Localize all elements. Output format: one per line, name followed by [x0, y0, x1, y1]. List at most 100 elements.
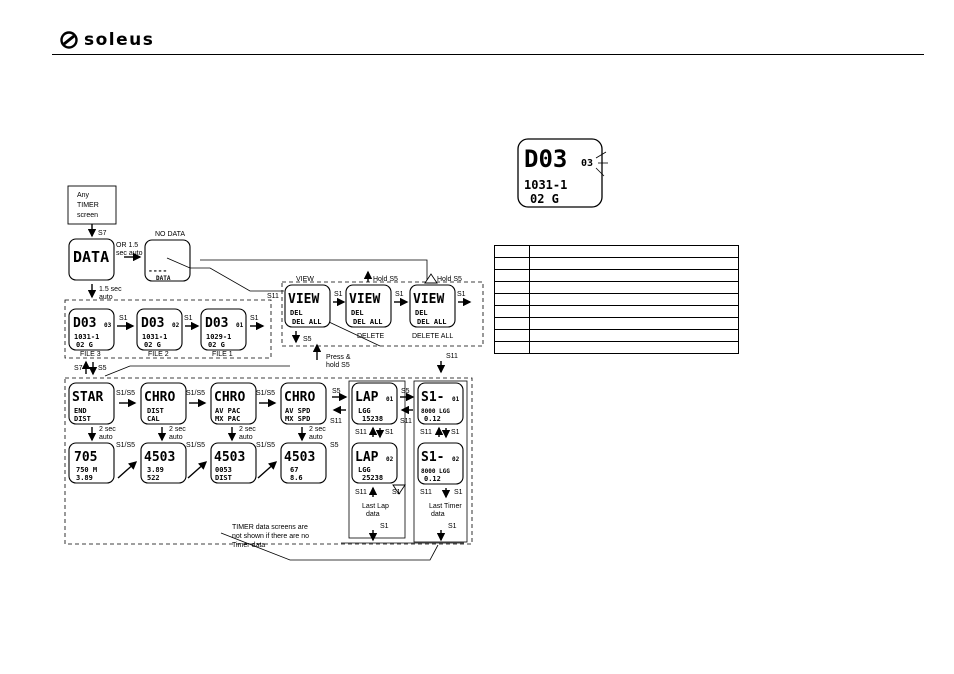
lcd-file3-side: 03 [104, 322, 112, 329]
table-row [494, 281, 739, 294]
label-sec-auto-2: auto [99, 294, 113, 301]
lcd-delete-all-mid: DEL [415, 309, 428, 317]
lcd-file2 [136, 308, 183, 351]
label-or-auto-1: OR 1.5 [116, 242, 138, 249]
label-s1-c: S1 [250, 315, 259, 322]
label-hold-s5-a: Hold S5 [373, 276, 398, 283]
label-s5-c: S5 [332, 388, 341, 395]
label-auto-a: auto [99, 434, 113, 441]
lcd-timer1-mid: 8000 LGG [421, 408, 450, 415]
label-s1s5-b: S1/S5 [186, 390, 205, 397]
lcd-start-mid: END [74, 407, 87, 415]
label-sec-auto-1: 1.5 sec [99, 286, 122, 293]
label-press-hold-2: hold S5 [326, 362, 350, 369]
label-s7-b: S7 [74, 365, 83, 372]
lcd-file1-mid: 1029-1 [206, 333, 231, 341]
timer-group-box [64, 377, 473, 545]
lcd-delete [345, 284, 392, 328]
table-cell [494, 281, 530, 294]
lcd-chro1-mid: DIST [147, 407, 164, 415]
table-row [494, 317, 739, 330]
lcd-no-data-label: DATA [156, 275, 171, 282]
lcd-b4-mid: 67 [290, 466, 298, 474]
lcd-b2 [140, 442, 187, 484]
lcd-file3 [68, 308, 115, 351]
lcd-b4-top: 4503 [284, 450, 315, 465]
table-cell [529, 257, 739, 270]
blink-icon [595, 151, 608, 177]
label-s1s5-a: S1/S5 [116, 390, 135, 397]
lcd-file1 [200, 308, 247, 351]
label-2sec-d: 2 sec [309, 426, 326, 433]
lcd-delete-all-top: VIEW [413, 292, 444, 307]
note-line3: Timer data [232, 542, 265, 549]
note-line2: not shown if there are no [232, 533, 309, 540]
label-s11-h: S11 [420, 489, 432, 496]
lcd-data [68, 238, 115, 281]
start-line1: Any [77, 192, 90, 199]
lcd-chro2 [210, 382, 257, 425]
table-cell [494, 341, 530, 354]
table-cell [529, 245, 739, 258]
label-s11-c: S11 [330, 418, 342, 425]
table-cell [494, 257, 530, 270]
label-s7: S7 [98, 230, 107, 237]
lcd-timer1-top: S1- [421, 390, 444, 405]
lcd-timer1 [417, 382, 464, 425]
lcd-file2-side: 02 [172, 322, 180, 329]
label-s1s5-d: S1/S5 [116, 442, 135, 449]
label-view: VIEW [296, 276, 314, 283]
lcd-view [284, 284, 331, 328]
label-s1s5-c: S1/S5 [256, 390, 275, 397]
lcd-start-bot: DIST [74, 415, 91, 423]
lcd-delete-bot: DEL ALL [353, 318, 383, 326]
label-hold-s5-b: Hold S5 [437, 276, 462, 283]
lcd-view-mid: DEL [290, 309, 303, 317]
label-s1-e: S1 [395, 291, 404, 298]
lcd-delete-mid: DEL [351, 309, 364, 317]
lcd-start [68, 382, 115, 425]
table-cell [529, 329, 739, 342]
lcd-no-data-dash: ---- [148, 266, 167, 275]
table-cell [494, 245, 530, 258]
table-cell [529, 281, 739, 294]
lcd-no-data [144, 239, 191, 282]
lcd-b3-top: 4503 [214, 450, 245, 465]
lcd-example-mid: 1031-1 [524, 178, 567, 192]
lcd-b1-bot: 3.89 [76, 474, 93, 482]
label-s1s5-f: S1/S5 [256, 442, 275, 449]
lcd-example-bot: 02 G [530, 192, 559, 206]
lcd-b2-top: 4503 [144, 450, 175, 465]
table-row [494, 269, 739, 282]
lcd-chro2-bot: MX PAC [215, 415, 240, 423]
lcd-data-text: DATA [73, 248, 109, 266]
table-cell [529, 293, 739, 306]
label-s1-l: S1 [448, 523, 457, 530]
table-row [494, 305, 739, 318]
label-last-timer-1: Last Timer [429, 503, 462, 510]
lcd-view-top: VIEW [288, 292, 319, 307]
header-rule [52, 54, 924, 55]
label-2sec-a: 2 sec [99, 426, 116, 433]
label-s5-d: S5 [401, 388, 410, 395]
lcd-timer1-side: 01 [452, 396, 460, 403]
lcd-file3-bot: 02 G [76, 341, 93, 349]
lcd-chro3-mid: AV SPD [285, 407, 310, 415]
start-line3: screen [77, 212, 98, 219]
lcd-lap1-bot: 15238 [362, 415, 383, 423]
lcd-file1-side: 01 [236, 322, 244, 329]
soleus-logo-icon [60, 31, 78, 49]
lcd-lap2 [351, 442, 398, 484]
lcd-file2-bot: 02 G [144, 341, 161, 349]
table-row [494, 245, 739, 258]
lcd-timer2-bot: 0.12 [424, 475, 441, 483]
table-cell [529, 305, 739, 318]
label-s1-i: S1 [392, 489, 401, 496]
lcd-lap1-mid: LGG [358, 407, 371, 415]
lcd-b3-mid: 0053 [215, 466, 232, 474]
lcd-b4-bot: 8.6 [290, 474, 303, 482]
lcd-timer2-mid: 8000 LGG [421, 468, 450, 475]
label-s11-f: S11 [420, 429, 432, 436]
lcd-chro3-bot: MX SPD [285, 415, 310, 423]
note-line1: TIMER data screens are [232, 524, 308, 531]
